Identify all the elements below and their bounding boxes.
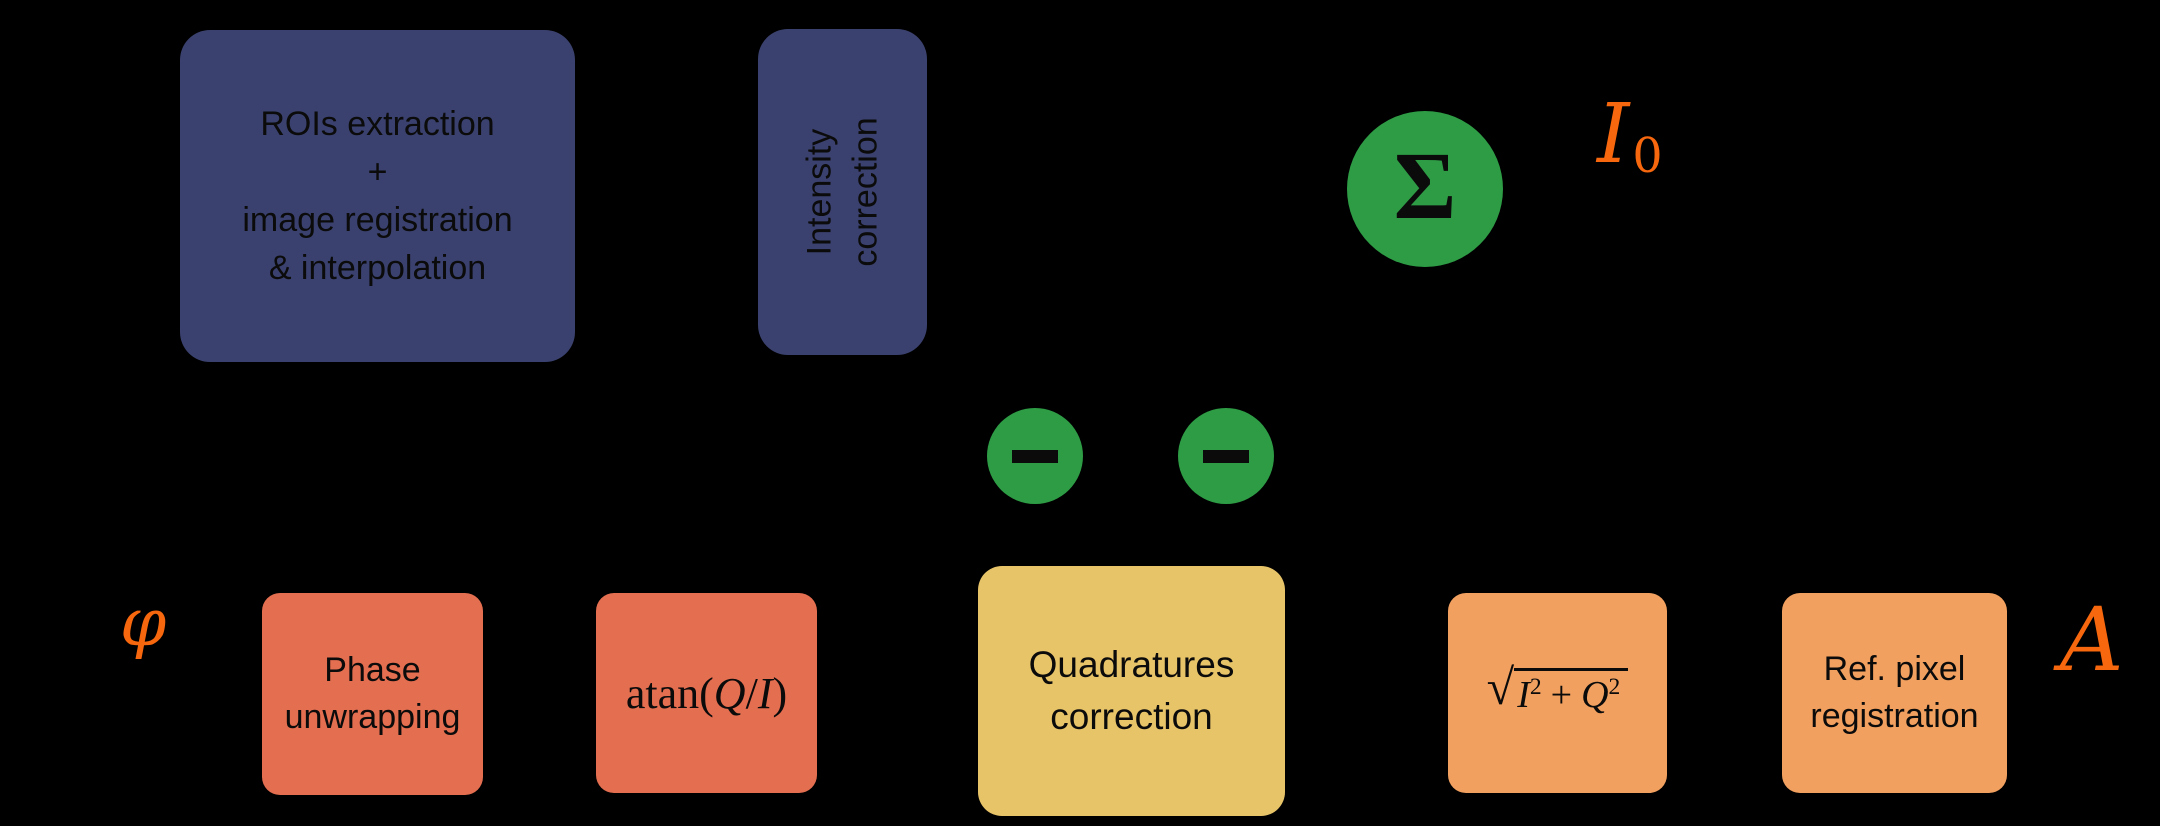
node-label-line: Phase [324,651,421,689]
node-label-line: Quadratures [1028,644,1235,685]
atan-close: ) [772,668,788,718]
sum-operator: Σ [1347,111,1503,267]
node-label-line: image registration [242,201,513,239]
node-label-line: unwrapping [284,698,461,736]
label-amplitude: A [2060,588,2124,691]
magnitude-exp1: 2 [1529,673,1542,700]
minus-icon [1203,449,1249,463]
node-label: Phase unwrapping [285,647,461,741]
node-label: ROIs extraction + image registration & i… [242,100,512,292]
minus-operator-1 [987,408,1083,504]
atan-numerator: Q [713,668,746,718]
node-label-line: ROIs extraction [260,105,495,143]
magnitude-term2: Q [1581,673,1609,716]
sigma-icon: Σ [1393,132,1457,239]
radical-icon: √ [1486,658,1515,715]
node-intensity-correction: Intensity correction [758,29,927,355]
node-ref-pixel-registration: Ref. pixel registration [1782,593,2007,793]
node-label-line: Ref. pixel [1823,650,1966,688]
node-label-line: correction [846,117,885,267]
minus-icon [1012,449,1058,463]
node-phase-unwrapping: Phase unwrapping [262,593,483,795]
atan-denominator: I [757,668,773,718]
magnitude-expression: √I2+Q2 [1487,662,1629,718]
radicand: I2+Q2 [1514,667,1629,717]
node-label-line: registration [1810,697,1979,735]
magnitude-term1: I [1517,673,1530,716]
node-label-line: & interpolation [268,249,487,287]
minus-operator-2 [1178,408,1274,504]
node-label: Quadratures correction [1029,639,1235,743]
atan-slash: / [745,668,758,718]
node-label: Intensity correction [797,117,889,266]
i0-subscript: 0 [1632,129,1663,185]
label-phi: φ [120,584,167,661]
node-label-line: Intensity [800,128,839,256]
atan-expression: atan(Q/I) [626,668,787,719]
node-label-line: correction [1050,696,1213,737]
node-label-line: + [367,153,388,191]
node-atan: atan(Q/I) [596,593,817,793]
node-rois-extraction: ROIs extraction + image registration & i… [180,30,575,362]
i0-base: I [1597,87,1630,182]
node-label: Ref. pixel registration [1810,646,1978,740]
atan-fn: atan( [625,668,714,718]
node-magnitude: √I2+Q2 [1448,593,1667,793]
label-i0: I0 [1597,94,1663,181]
node-quadratures-correction: Quadratures correction [978,566,1285,816]
magnitude-exp2: 2 [1608,673,1621,700]
magnitude-plus: + [1550,673,1573,716]
